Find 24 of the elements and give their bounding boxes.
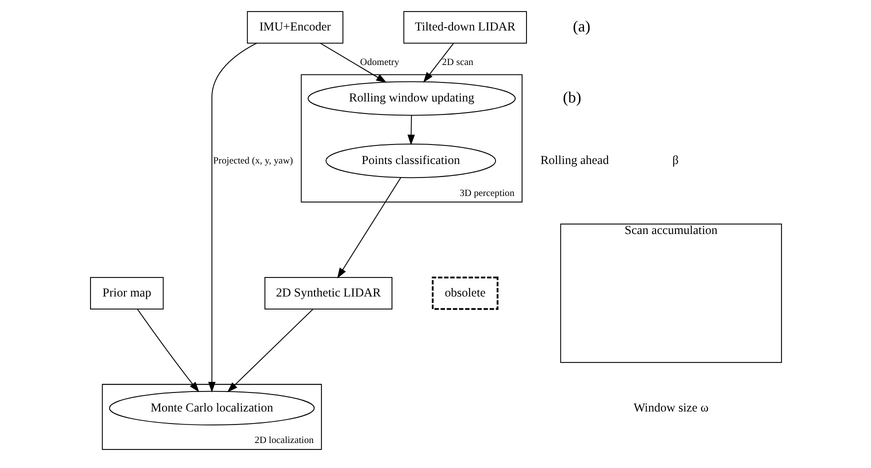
edge-label: Odometry <box>360 56 399 68</box>
label: (a) <box>572 18 590 36</box>
arrow <box>136 308 199 392</box>
arrow <box>208 42 257 392</box>
node-box: IMU+Encoder <box>246 11 343 44</box>
arrow <box>336 177 401 278</box>
node-ellipse: Rolling window updating <box>307 81 516 116</box>
edge-label: Projected (x, y, yaw) <box>212 155 292 166</box>
label: (b) <box>562 89 581 106</box>
label: Rolling ahead <box>540 153 608 168</box>
node-box: Scan accumulation <box>560 224 782 363</box>
node-box: Prior map <box>90 277 164 310</box>
node-box: 2D Synthetic LIDAR <box>264 277 392 310</box>
node-ellipse: Points classification <box>325 144 496 178</box>
node-box: obsolete <box>431 276 498 310</box>
node-ellipse: Monte Carlo localization <box>108 390 314 426</box>
arrow <box>422 42 454 83</box>
edge-label: 2D scan <box>442 56 473 68</box>
label: Window size ω <box>633 400 708 414</box>
arrow <box>226 308 313 392</box>
label: β <box>672 153 678 168</box>
node-box: Tilted-down LIDAR <box>402 11 526 44</box>
arrow <box>407 114 414 146</box>
arrow <box>319 42 386 83</box>
